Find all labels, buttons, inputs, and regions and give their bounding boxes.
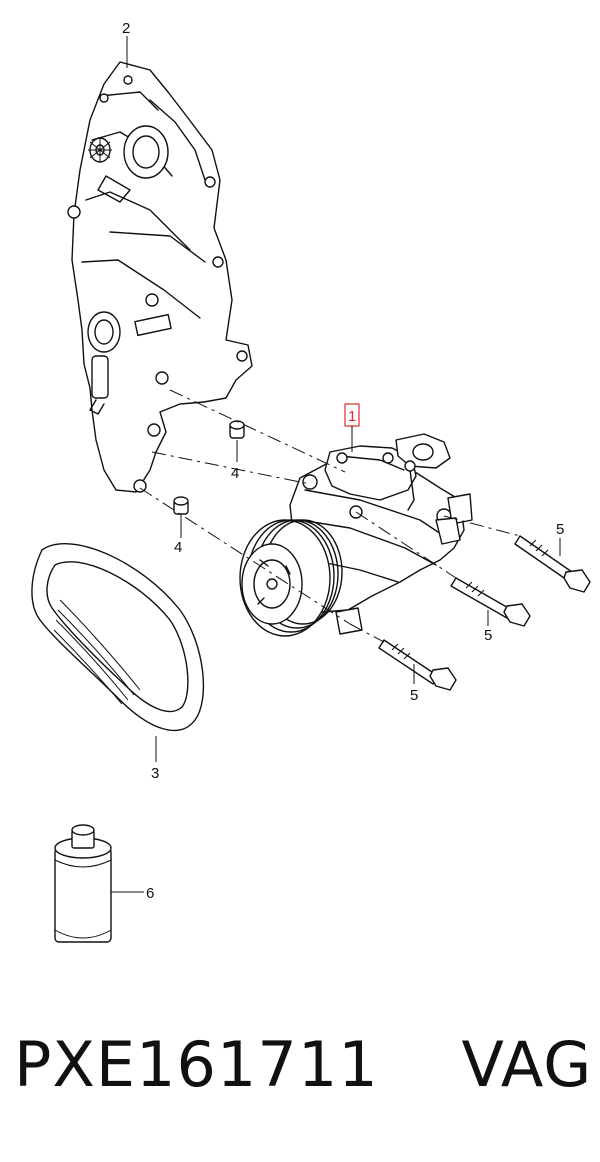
ribbed-belt [31, 543, 205, 731]
bolt-right [514, 535, 591, 593]
part-number: PXE161711 [14, 1028, 379, 1101]
engine-bracket [67, 61, 253, 493]
callout-5-right: 5 [556, 521, 564, 538]
callout-3: 3 [151, 765, 159, 782]
callout-4-lower: 4 [174, 539, 182, 556]
assembly-lines [139, 389, 521, 643]
exploded-parts-diagram: 2 1 4 4 5 5 5 3 6 [31, 20, 591, 943]
sleeve-upper [229, 420, 245, 439]
callout-1: 1 [348, 408, 356, 425]
ac-compressor [239, 433, 473, 637]
callout-5-lower: 5 [410, 687, 418, 704]
callout-4-upper: 4 [231, 465, 239, 482]
leader-lines [111, 36, 561, 893]
part-footer: PXE161711 VAG [14, 1028, 594, 1118]
callout-6: 6 [146, 885, 154, 902]
callout-2: 2 [122, 20, 130, 37]
brand-name: VAG [461, 1028, 593, 1101]
callout-5-middle: 5 [484, 627, 492, 644]
refrigerant-oil-can [54, 824, 112, 943]
bolt-middle [450, 577, 531, 627]
bolt-lower [378, 639, 457, 691]
sleeve-lower [173, 496, 189, 515]
